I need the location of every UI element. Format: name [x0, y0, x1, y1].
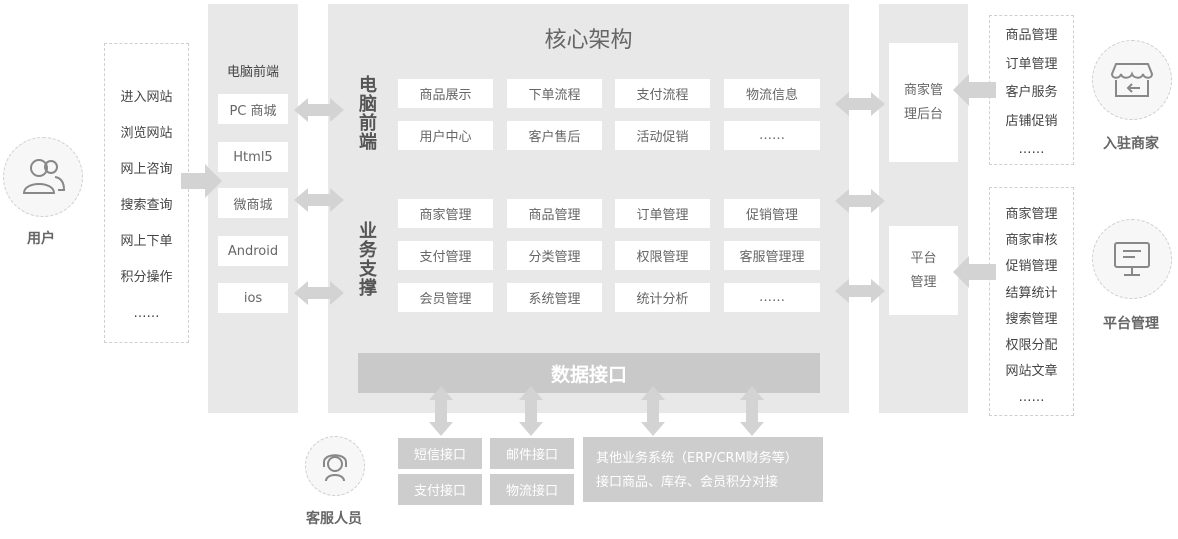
merchant-to-backend-arrow	[953, 74, 996, 106]
frontend-item: PC 商城	[218, 94, 288, 124]
core-business-item: 订单管理	[615, 199, 710, 228]
frontend-item: 微商城	[218, 188, 288, 218]
merchant-label: 入驻商家	[1103, 136, 1159, 152]
logistics-interface: 物流接口	[490, 474, 574, 505]
interface-arrow	[740, 386, 764, 436]
list-item: 订单管理	[1005, 56, 1058, 72]
user-actions-box	[104, 43, 189, 343]
platform-label: 平台管理	[1103, 316, 1159, 332]
core-frontend-item: 支付流程	[615, 79, 710, 108]
list-item: 积分操作	[120, 270, 173, 285]
frontend-core-arrow	[294, 281, 344, 305]
list-item: 店铺促销	[1005, 113, 1058, 129]
platform-management-label: 平台管理	[910, 250, 937, 290]
core-business-label: 业务支撑	[358, 222, 378, 298]
list-item: 搜索管理	[1005, 311, 1058, 327]
headset-icon	[323, 454, 347, 482]
other-systems-line1: 其他业务系统（ERP/CRM财务等）	[596, 451, 798, 466]
platform-list-box	[989, 187, 1074, 416]
mail-interface: 邮件接口	[490, 438, 574, 469]
list-item: 权限分配	[1005, 338, 1058, 354]
core-business-item: 会员管理	[398, 283, 493, 312]
list-item: 促销管理	[1005, 259, 1058, 275]
merchant-backend-box: 商家管理后台	[889, 43, 958, 162]
core-business-item: 支付管理	[398, 241, 493, 270]
frontend-item: ios	[218, 283, 288, 313]
pay-interface: 支付接口	[398, 474, 482, 505]
list-item: 搜索查询	[120, 198, 173, 213]
core-frontend-item: 商品展示	[398, 79, 493, 108]
core-business-item: 系统管理	[507, 283, 602, 312]
list-item: 客户服务	[1005, 85, 1058, 100]
core-business-item: 商品管理	[507, 199, 602, 228]
core-business-item: 促销管理	[724, 199, 820, 228]
core-business-item: 权限管理	[615, 241, 710, 270]
list-item: 商品管理	[1005, 28, 1058, 43]
interface-arrow	[429, 386, 453, 436]
core-frontend-item: ……	[724, 121, 820, 150]
interface-arrow	[641, 386, 665, 436]
platform-management-box: 平台管理	[889, 226, 958, 315]
core-frontend-item: 用户中心	[398, 121, 493, 150]
list-item: ……	[133, 306, 160, 321]
core-business-item: 客服管理理	[724, 241, 820, 270]
core-business-item: ……	[724, 283, 820, 312]
core-business-item: 统计分析	[615, 283, 710, 312]
list-item: 网站文章	[1005, 364, 1058, 380]
list-item: 商家审核	[1005, 233, 1058, 249]
user-actions-list: 进入网站 浏览网站 网上咨询 搜索查询 网上下单 积分操作 ……	[104, 80, 189, 332]
user-to-frontend-arrow	[181, 164, 222, 198]
core-frontend-label-text: 电脑前端	[359, 75, 377, 153]
core-management-arrow	[835, 92, 885, 116]
interface-arrow	[519, 386, 543, 436]
list-item: 商家管理	[1005, 207, 1058, 222]
core-business-item: 商家管理	[398, 199, 493, 228]
core-management-arrow	[835, 279, 885, 303]
core-title: 核心架构	[544, 28, 633, 53]
support-avatar	[305, 436, 365, 496]
core-frontend-item: 活动促销	[615, 121, 710, 150]
list-item: ……	[1018, 142, 1045, 157]
data-interface-bar: 数据接口	[358, 353, 820, 393]
platform-to-management-arrow	[953, 256, 996, 288]
sms-interface: 短信接口	[398, 438, 482, 469]
merchant-list-box	[989, 15, 1074, 165]
user-avatar	[3, 137, 83, 217]
core-business-label-text: 业务支撑	[359, 221, 377, 299]
platform-list: 商家管理 商家审核 促销管理 结算统计 搜索管理 权限分配 网站文章 ……	[989, 202, 1074, 412]
store-icon	[1110, 63, 1154, 97]
merchant-avatar	[1092, 40, 1172, 120]
monitor-icon	[1114, 242, 1150, 276]
list-item: 网上下单	[120, 234, 173, 249]
frontend-item: Html5	[218, 142, 288, 172]
frontend-title: 电脑前端	[226, 65, 279, 80]
support-label: 客服人员	[306, 511, 362, 527]
core-frontend-item: 下单流程	[507, 79, 602, 108]
merchant-list: 商品管理 订单管理 客户服务 店铺促销 ……	[989, 22, 1074, 165]
core-management-arrow	[835, 189, 885, 213]
list-item: 进入网站	[120, 90, 173, 105]
core-frontend-label: 电脑前端	[358, 76, 378, 152]
users-icon	[22, 159, 66, 194]
core-business-item: 分类管理	[507, 241, 602, 270]
list-item: 浏览网站	[120, 126, 173, 141]
merchant-backend-label: 商家管理后台	[903, 82, 943, 122]
list-item: ……	[1018, 390, 1045, 406]
frontend-core-arrow	[294, 188, 344, 212]
other-systems-box: 其他业务系统（ERP/CRM财务等） 接口商品、库存、会员积分对接	[583, 437, 823, 502]
frontend-item: Android	[218, 236, 288, 266]
list-item: 网上咨询	[120, 162, 173, 177]
list-item: 结算统计	[1005, 285, 1058, 301]
platform-avatar	[1092, 219, 1172, 299]
other-systems-line2: 接口商品、库存、会员积分对接	[596, 475, 779, 490]
core-frontend-item: 客户售后	[507, 121, 602, 150]
core-frontend-item: 物流信息	[724, 79, 820, 108]
users-label: 用户	[27, 231, 55, 247]
frontend-core-arrow	[294, 98, 344, 122]
